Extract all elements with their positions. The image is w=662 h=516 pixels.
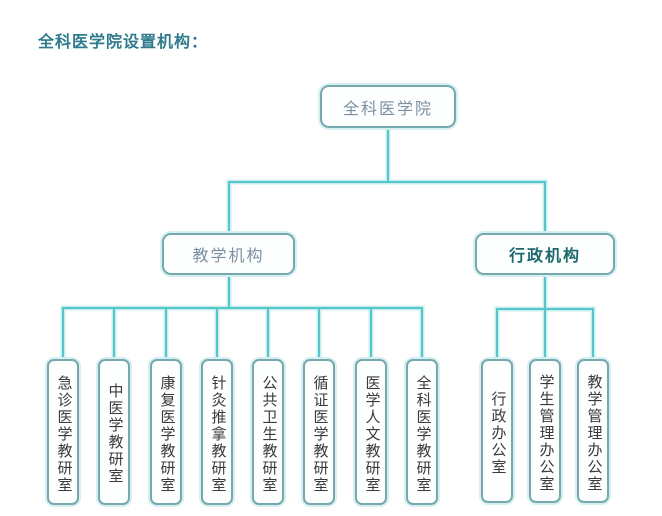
leaf-node-rehabilitation-medicine: 康复医学教研室: [150, 359, 182, 505]
leaf-node-chinese-medicine: 中医学教研室: [98, 359, 130, 505]
leaf-node-public-health: 公共卫生教研室: [252, 359, 284, 505]
leaf-node-student-management-office: 学生管理办公室: [529, 359, 561, 503]
org-root-node: 全科医学院: [320, 85, 456, 128]
leaf-node-acupuncture-tuina: 针灸推拿教研室: [201, 359, 233, 505]
leaf-node-admin-office: 行政办公室: [481, 359, 513, 503]
branch-node-teaching: 教学机构: [162, 233, 295, 275]
page-title: 全科医学院设置机构：: [38, 34, 209, 51]
leaf-node-evidence-based-medicine: 循证医学教研室: [303, 359, 335, 505]
branch-node-admin: 行政机构: [475, 233, 615, 275]
leaf-node-general-medicine: 全科医学教研室: [406, 359, 438, 505]
leaf-node-medical-humanities: 医学人文教研室: [355, 359, 387, 505]
leaf-node-teaching-management-office: 教学管理办公室: [577, 359, 609, 503]
leaf-node-emergency-medicine: 急诊医学教研室: [47, 359, 79, 505]
